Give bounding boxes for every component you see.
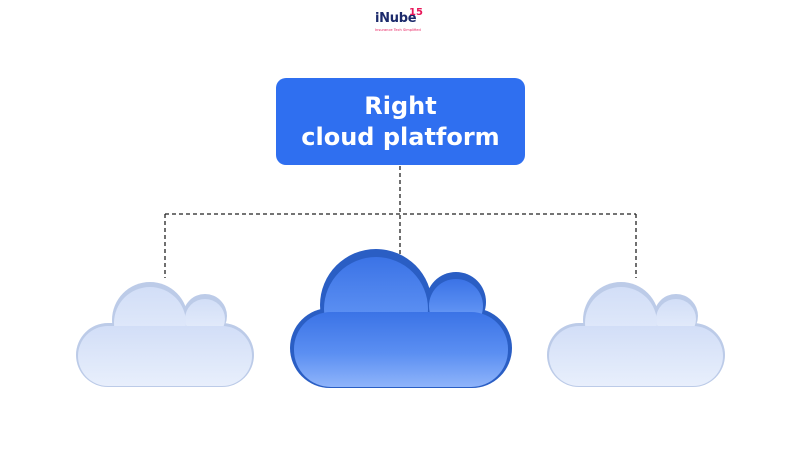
logo-tagline: Insurance Tech Simplified (375, 28, 421, 32)
central-node-box: Right cloud platform (276, 78, 525, 165)
cloud-left (76, 282, 254, 387)
brand-logo: iNube 15 Insurance Tech Simplified (372, 8, 432, 40)
connector-lines (164, 166, 637, 278)
cloud-right (547, 282, 725, 387)
logo-wordmark: iNube (375, 11, 417, 26)
cloud-center (290, 249, 512, 388)
central-node-label: Right cloud platform (301, 91, 500, 151)
logo-badge: 15 (409, 7, 423, 18)
